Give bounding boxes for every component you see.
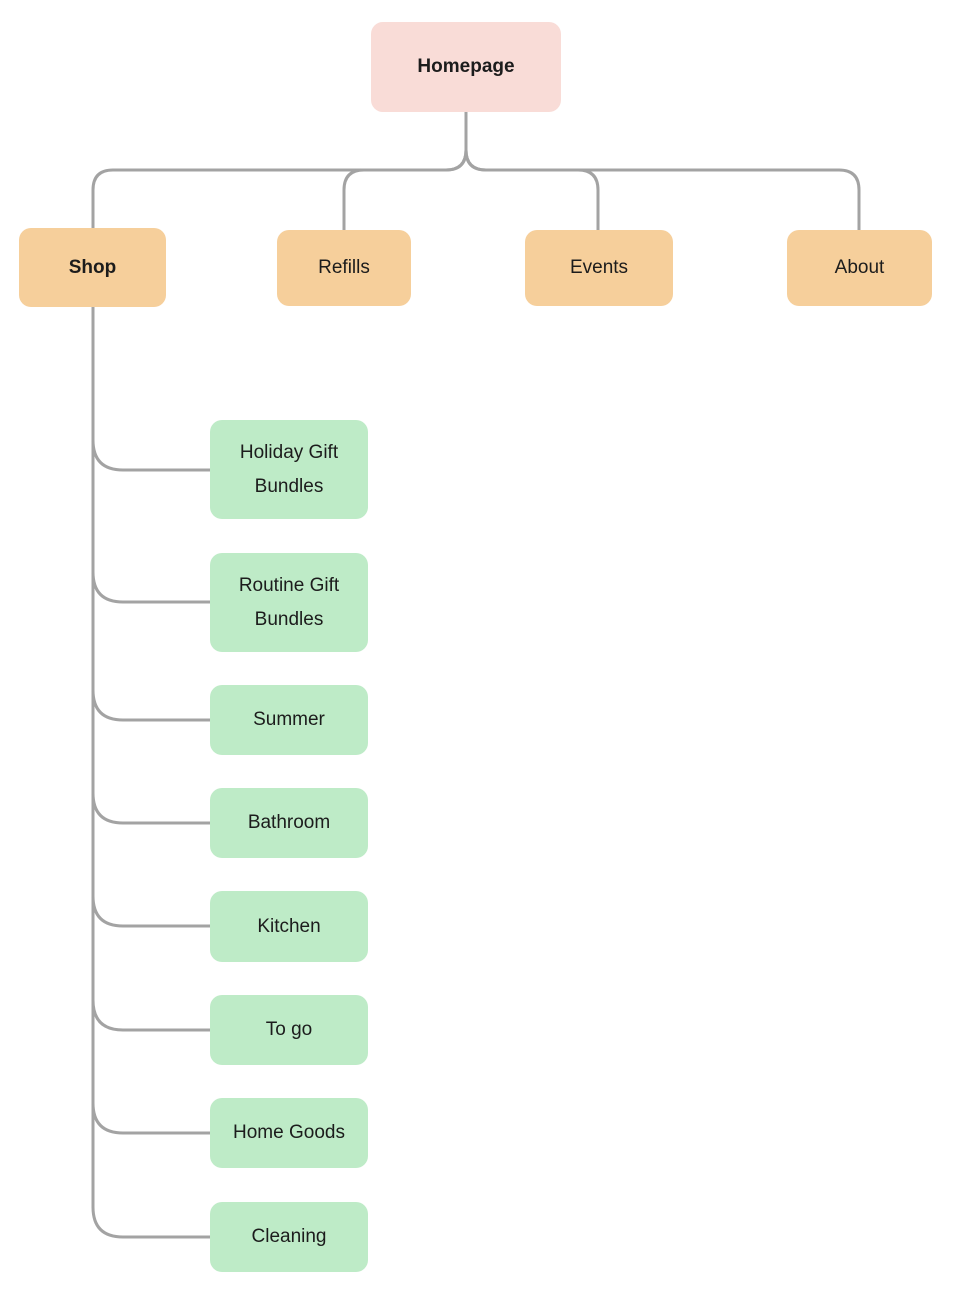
node-routine-gift-bundles[interactable]: Routine Gift Bundles	[210, 553, 368, 652]
edge-shop-routine	[91, 570, 212, 604]
node-label: Homepage	[417, 56, 515, 78]
edge-homepage-shop	[91, 110, 468, 230]
edge-homepage-events	[464, 110, 600, 232]
node-label: Cleaning	[251, 1226, 327, 1248]
edge-shop-kitchen	[91, 894, 212, 928]
edge-shop-holiday	[91, 438, 212, 472]
edge-shop-togo	[91, 998, 212, 1032]
node-about[interactable]: About	[787, 230, 932, 306]
node-holiday-gift-bundles[interactable]: Holiday Gift Bundles	[210, 420, 368, 519]
node-label: Summer	[253, 709, 325, 731]
node-label: Home Goods	[233, 1122, 345, 1144]
node-label: Holiday Gift Bundles	[239, 442, 339, 497]
node-label: To go	[265, 1019, 313, 1041]
edge-shop-summer	[91, 688, 212, 722]
node-label: Kitchen	[257, 915, 321, 937]
node-kitchen[interactable]: Kitchen	[210, 891, 368, 962]
node-homepage[interactable]: Homepage	[371, 22, 561, 112]
node-cleaning[interactable]: Cleaning	[210, 1202, 368, 1272]
node-refills[interactable]: Refills	[277, 230, 411, 306]
edge-homepage-about	[464, 110, 861, 232]
node-bathroom[interactable]: Bathroom	[210, 788, 368, 858]
edge-shop-homegoods	[91, 1101, 212, 1135]
edge-shop-cleaning	[91, 1205, 212, 1239]
node-home-goods[interactable]: Home Goods	[210, 1098, 368, 1168]
node-to-go[interactable]: To go	[210, 995, 368, 1065]
node-events[interactable]: Events	[525, 230, 673, 306]
node-label: Bathroom	[247, 812, 331, 834]
node-summer[interactable]: Summer	[210, 685, 368, 755]
edge-shop-bathroom	[91, 791, 212, 825]
node-label: Routine Gift Bundles	[238, 575, 340, 630]
node-shop[interactable]: Shop	[19, 228, 166, 307]
node-label: Refills	[318, 257, 370, 279]
edge-homepage-refills	[342, 110, 468, 232]
node-label: About	[834, 257, 885, 279]
node-label: Events	[569, 257, 629, 279]
node-label: Shop	[68, 256, 117, 278]
